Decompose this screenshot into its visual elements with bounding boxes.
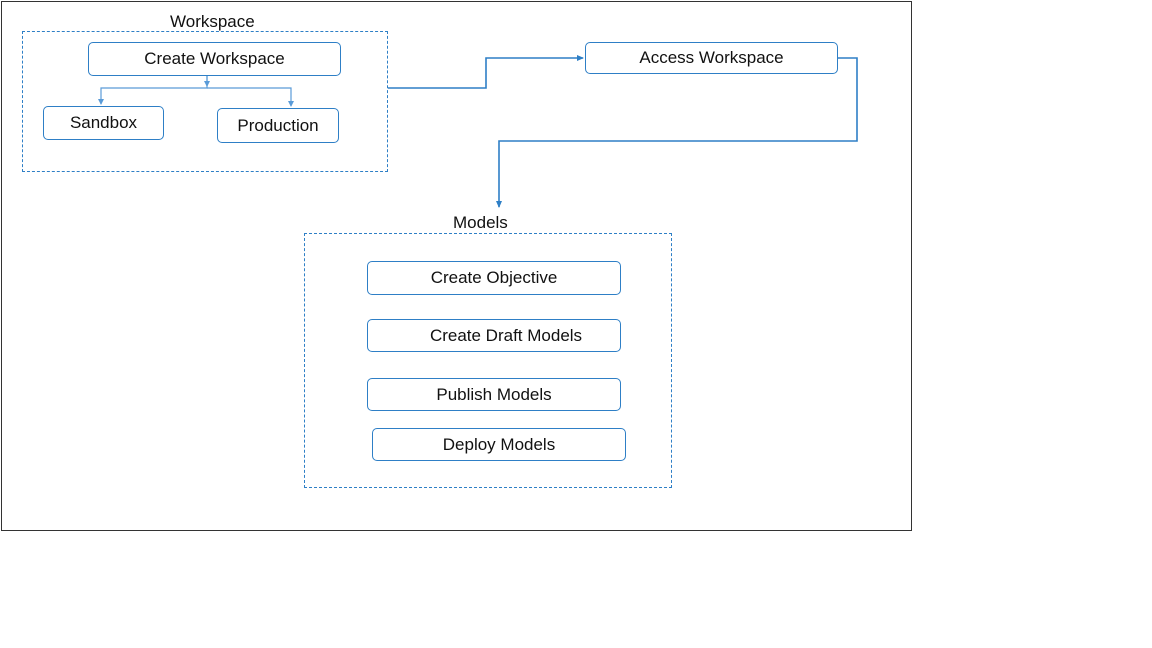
- production-label: Production: [237, 115, 319, 135]
- create-draft-models-label: Create Draft Models: [429, 325, 583, 345]
- edge-workspace-to-access-workspace: [388, 55, 584, 89]
- models-group: [304, 233, 672, 488]
- create-workspace-node: Create Workspace: [88, 42, 341, 76]
- access-workspace-node: Access Workspace: [585, 42, 838, 74]
- production-node: Production: [217, 108, 339, 143]
- edge-create-workspace-to-production: [207, 87, 294, 107]
- publish-models-label: Publish Models: [436, 384, 552, 404]
- create-draft-models-node: Create Draft Models: [367, 319, 621, 352]
- edge-create-workspace-to-sandbox: [98, 76, 208, 105]
- publish-models-node: Publish Models: [367, 378, 621, 411]
- workspace-group-label: Workspace: [170, 12, 255, 31]
- models-group-label: Models: [453, 213, 508, 232]
- create-objective-node: Create Objective: [367, 261, 621, 295]
- deploy-models-node: Deploy Models: [372, 428, 626, 461]
- deploy-models-label: Deploy Models: [442, 434, 556, 454]
- edge-access-workspace-to-models: [496, 57, 858, 208]
- create-objective-label: Create Objective: [430, 268, 558, 287]
- workspace-group: [22, 31, 388, 172]
- sandbox-label: Sandbox: [69, 113, 138, 132]
- sandbox-node: Sandbox: [43, 106, 164, 140]
- create-workspace-label: Create Workspace: [144, 49, 285, 68]
- access-workspace-label: Access Workspace: [639, 48, 784, 67]
